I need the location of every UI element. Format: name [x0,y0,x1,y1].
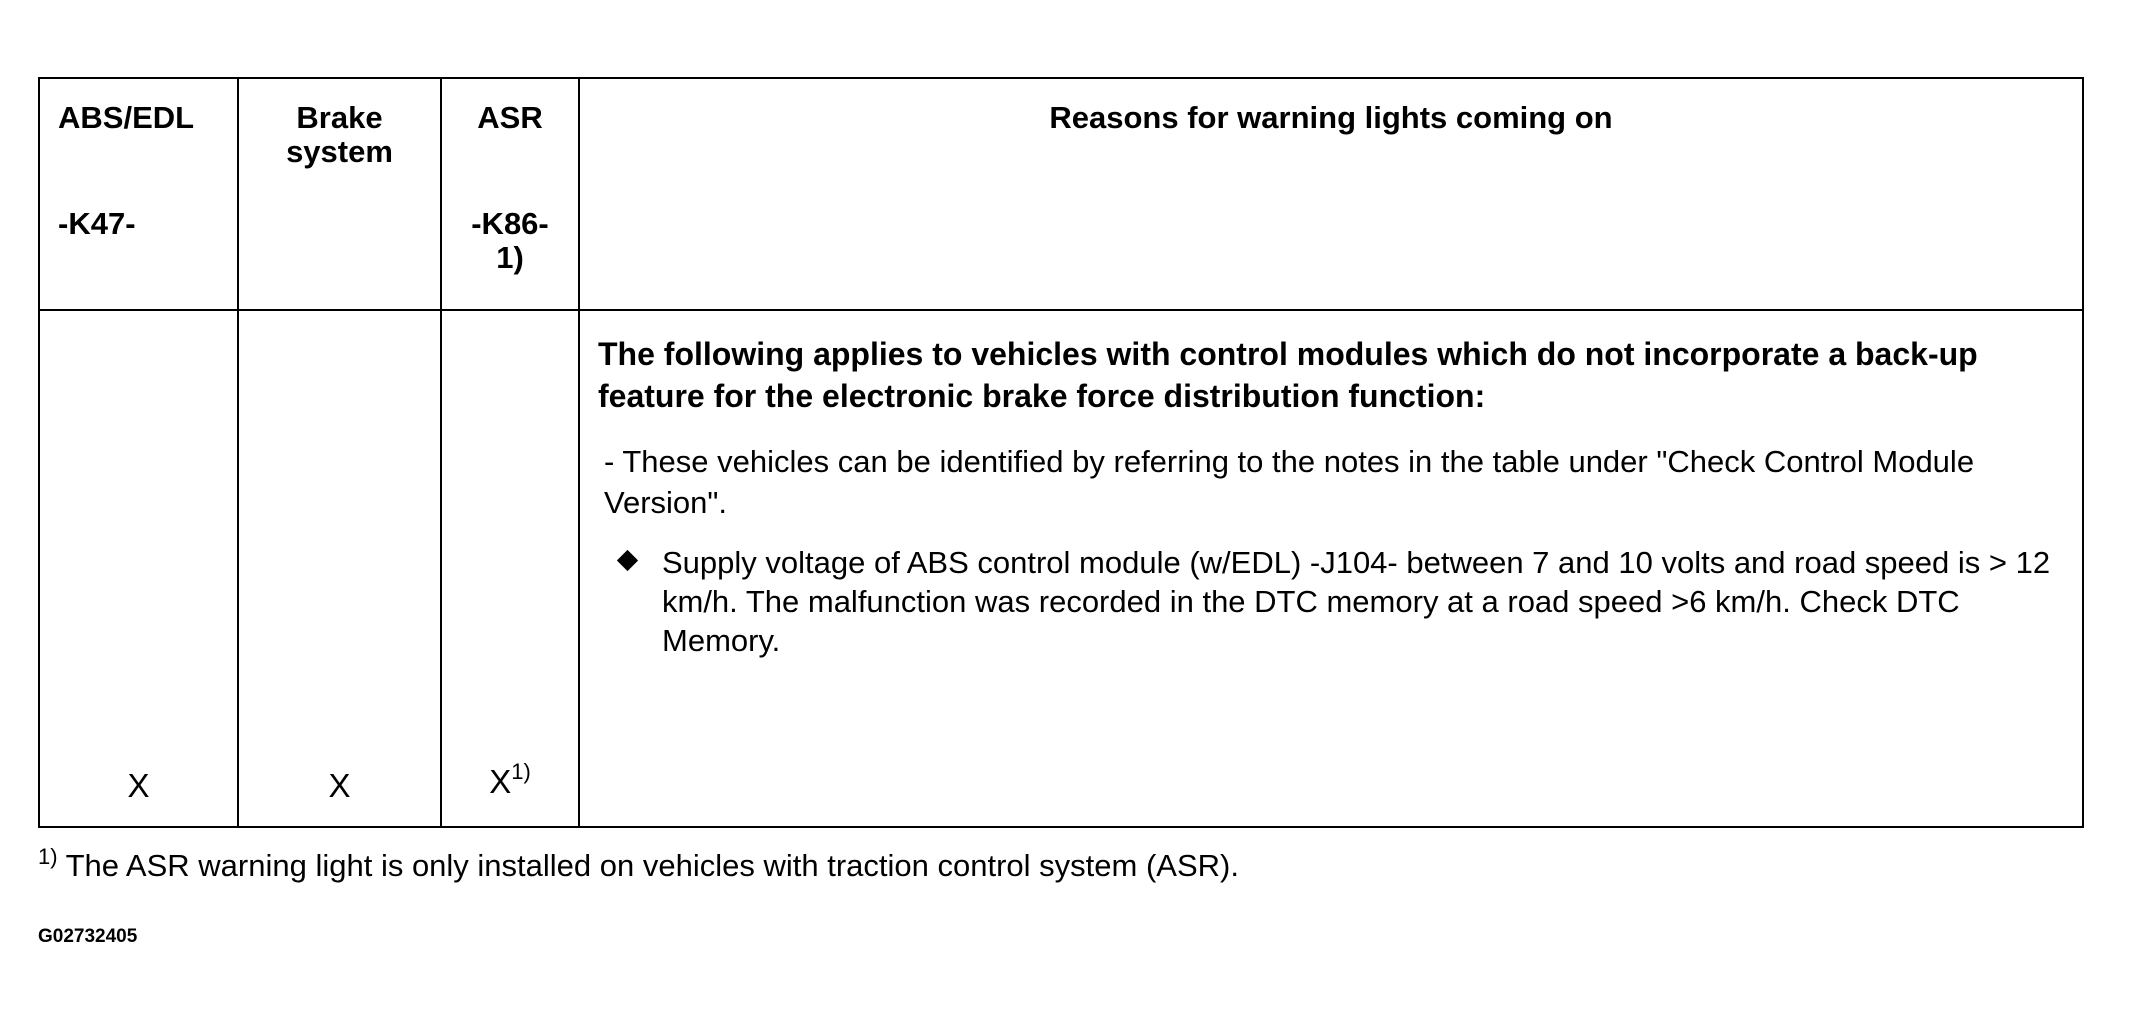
reasons-note: - These vehicles can be identified by re… [604,444,1975,520]
table-row: X X X1) The following applies to vehicle… [38,309,2084,828]
warning-lights-table: ABS/EDL -K47- Brake system ASR -K86- [38,77,2084,828]
reasons-intro: The following applies to vehicles with c… [598,336,1978,414]
header-brake-line2: system [286,134,393,169]
cell-asr: X1) [440,309,580,828]
header-asr: ASR -K86- 1) [440,77,580,311]
asr-mark: X [489,763,512,800]
header-reasons-title: Reasons for warning lights coming on [1049,100,1613,135]
table-header-row: ABS/EDL -K47- Brake system ASR -K86- [38,77,2084,311]
header-abs-edl: ABS/EDL -K47- [38,77,239,311]
cell-brake-system: X [237,309,442,828]
cell-reasons: The following applies to vehicles with c… [578,309,2084,828]
figure-id: G02732405 [38,926,138,947]
diamond-bullet-icon [616,543,640,582]
header-asr-title: ASR [477,100,543,135]
bullet-text: Supply voltage of ABS control module (w/… [662,545,2051,658]
list-item: Supply voltage of ABS control module (w/… [616,543,2068,660]
header-asr-footnote-ref: 1) [496,240,524,275]
header-reasons: Reasons for warning lights coming on [578,77,2084,311]
abs-edl-mark: X [127,767,150,804]
footnote-marker: 1) [38,844,58,869]
asr-mark-wrap: X1) [442,759,578,804]
header-asr-code: -K86- [471,206,549,241]
header-brake-line1: Brake [296,100,383,135]
footnote-text: The ASR warning light is only installed … [57,848,1239,883]
cell-abs-edl: X [38,309,239,828]
footnote: 1) The ASR warning light is only install… [38,844,1239,887]
header-abs-edl-code: -K47- [58,206,136,241]
header-abs-edl-title: ABS/EDL [58,100,195,135]
asr-mark-footnote: 1) [511,759,531,784]
brake-mark: X [328,767,351,804]
header-brake-system: Brake system [237,77,442,311]
